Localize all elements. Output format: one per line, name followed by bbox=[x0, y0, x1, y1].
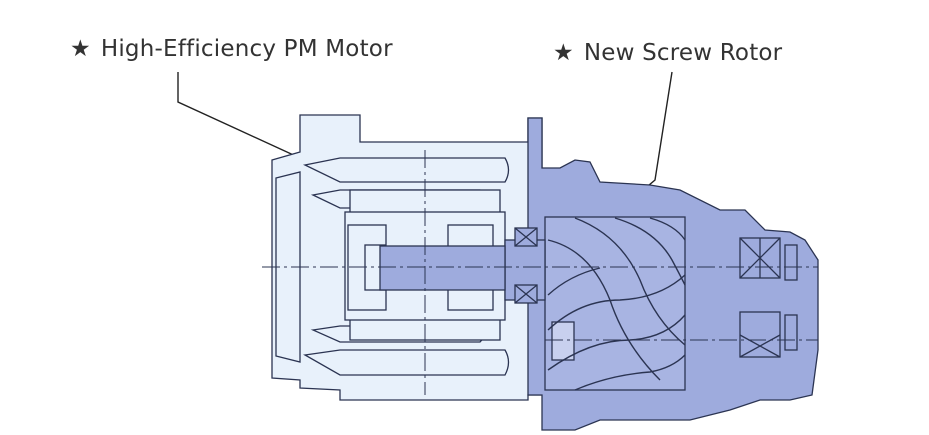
label-text: New Screw Rotor bbox=[583, 40, 783, 66]
star-icon: ★ bbox=[70, 36, 91, 62]
label-text: High-Efficiency PM Motor bbox=[100, 36, 393, 62]
motor-leader-line bbox=[177, 72, 301, 159]
screw-rotor bbox=[547, 217, 686, 391]
star-icon: ★ bbox=[553, 40, 574, 66]
center-lines bbox=[262, 150, 818, 395]
label-high-efficiency-pm-motor: ★ High-Efficiency PM Motor bbox=[70, 36, 393, 62]
label-new-screw-rotor: ★ New Screw Rotor bbox=[553, 40, 782, 66]
